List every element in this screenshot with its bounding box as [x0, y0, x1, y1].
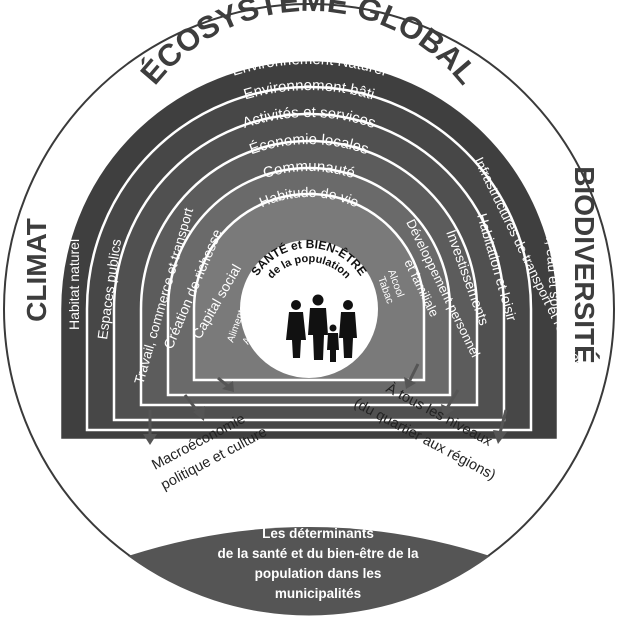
footer-line-2: de la santé et du bien-être de la [217, 546, 419, 561]
footer-line-4: municipalités [275, 586, 361, 601]
arrows-right [404, 363, 508, 444]
footer-segment [128, 527, 490, 616]
title-climat: CLIMAT [21, 218, 52, 322]
family-silhouette-icon [286, 294, 357, 362]
footer-line-3: population dans les [255, 566, 382, 581]
center-circle [240, 240, 378, 378]
footer-line-1: Les déterminants [262, 526, 374, 541]
label-habitat-naturel: Habitat naturel [66, 239, 82, 330]
title-biodiversite: BIODIVERSITÉ [569, 166, 600, 364]
arrows-left [143, 376, 234, 445]
label-air-eau-sol: Air, eau et sol [542, 224, 564, 310]
